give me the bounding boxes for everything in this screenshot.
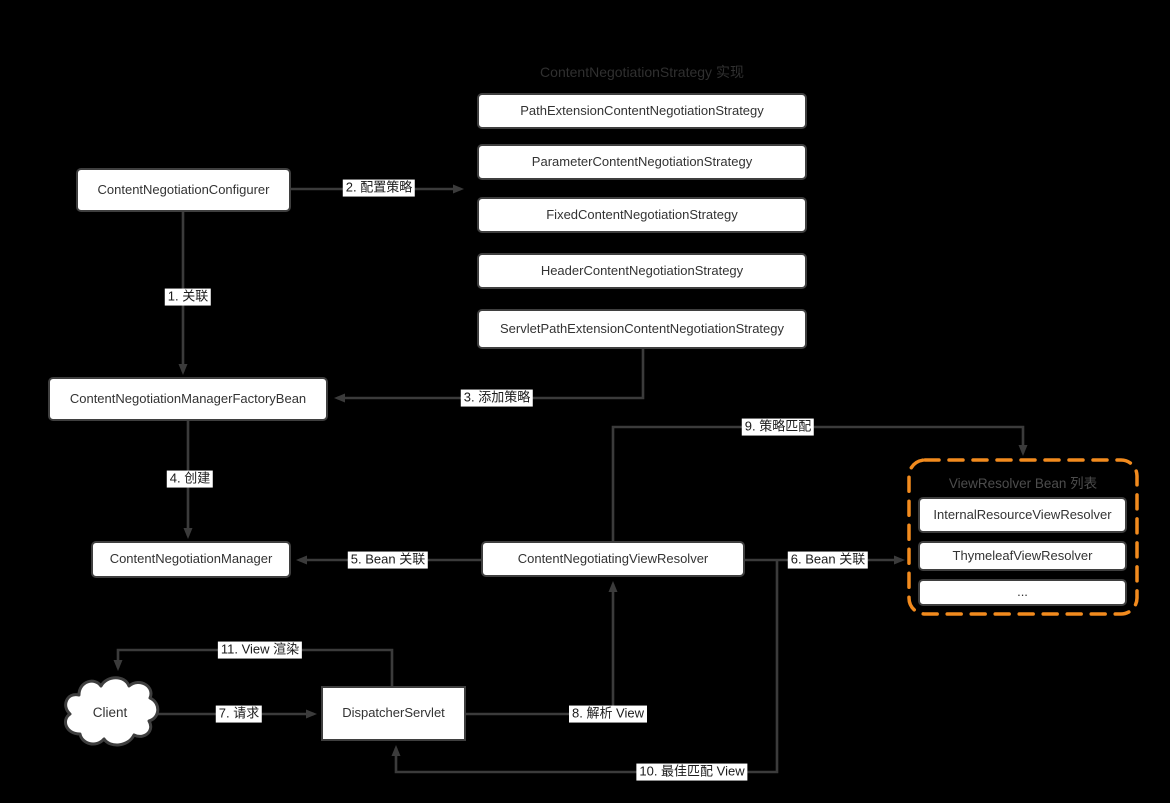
node-dispatcher-servlet: DispatcherServlet	[321, 686, 466, 741]
edge-label-5-bean-associate: 5. Bean 关联	[347, 551, 429, 569]
node-parameter-strategy: ParameterContentNegotiationStrategy	[477, 144, 807, 180]
viewresolver-group-dashed-border	[907, 458, 1139, 616]
node-thymeleaf-view-resolver: ThymeleafViewResolver	[918, 541, 1127, 571]
node-client: Client	[92, 704, 128, 720]
client-cloud-shape	[64, 676, 160, 747]
edge-label-6-bean-associate: 6. Bean 关联	[787, 551, 869, 569]
edge-label-11-view-render: 11. View 渲染	[217, 641, 303, 659]
edge-10-best-match-view-line	[391, 560, 779, 774]
edge-9-strategy-match-line	[611, 425, 1028, 541]
node-label: FixedContentNegotiationStrategy	[546, 206, 738, 222]
node-more-view-resolvers: ...	[918, 579, 1127, 606]
node-label: PathExtensionContentNegotiationStrategy	[520, 102, 764, 118]
node-label: ContentNegotiationConfigurer	[97, 181, 270, 197]
node-manager-factory-bean: ContentNegotiationManagerFactoryBean	[48, 377, 328, 421]
edge-label-2-configure-strategy: 2. 配置策略	[342, 179, 416, 197]
edge-label-3-add-strategy: 3. 添加策略	[460, 389, 534, 407]
node-fixed-strategy: FixedContentNegotiationStrategy	[477, 197, 807, 233]
node-label: ...	[1017, 584, 1028, 600]
edge-label-8-resolve-view: 8. 解析 View	[568, 705, 648, 723]
edge-label-7-request: 7. 请求	[215, 705, 263, 723]
node-label: ThymeleafViewResolver	[952, 547, 1093, 563]
edge-label-10-best-match-view: 10. 最佳匹配 View	[636, 763, 748, 781]
node-label: ContentNegotiationManager	[109, 551, 273, 567]
strategy-group-title: ContentNegotiationStrategy 实现	[540, 64, 744, 80]
node-content-negotiation-configurer: ContentNegotiationConfigurer	[76, 168, 291, 212]
viewresolver-group-title: ViewResolver Bean 列表	[948, 476, 1098, 491]
edge-label-4-create: 4. 创建	[166, 470, 214, 488]
edge-8-resolve-view-line	[466, 581, 618, 716]
node-header-strategy: HeaderContentNegotiationStrategy	[477, 253, 807, 289]
node-label: DispatcherServlet	[342, 705, 445, 721]
node-label: HeaderContentNegotiationStrategy	[540, 262, 744, 278]
node-label: ContentNegotiationManagerFactoryBean	[69, 390, 307, 406]
node-servlet-path-extension-strategy: ServletPathExtensionContentNegotiationSt…	[477, 309, 807, 349]
edge-label-9-strategy-match: 9. 策略匹配	[741, 418, 815, 436]
node-internal-resource-view-resolver: InternalResourceViewResolver	[918, 497, 1127, 533]
node-label: InternalResourceViewResolver	[933, 506, 1112, 522]
node-content-negotiating-view-resolver: ContentNegotiatingViewResolver	[481, 541, 745, 577]
node-path-extension-strategy: PathExtensionContentNegotiationStrategy	[477, 93, 807, 129]
node-label: ContentNegotiatingViewResolver	[517, 550, 709, 566]
node-label: ParameterContentNegotiationStrategy	[531, 153, 753, 169]
node-label: ServletPathExtensionContentNegotiationSt…	[499, 320, 784, 336]
node-content-negotiation-manager: ContentNegotiationManager	[91, 541, 291, 578]
edge-3-add-strategy-line	[334, 349, 645, 403]
edge-label-1-associate: 1. 关联	[164, 288, 212, 306]
